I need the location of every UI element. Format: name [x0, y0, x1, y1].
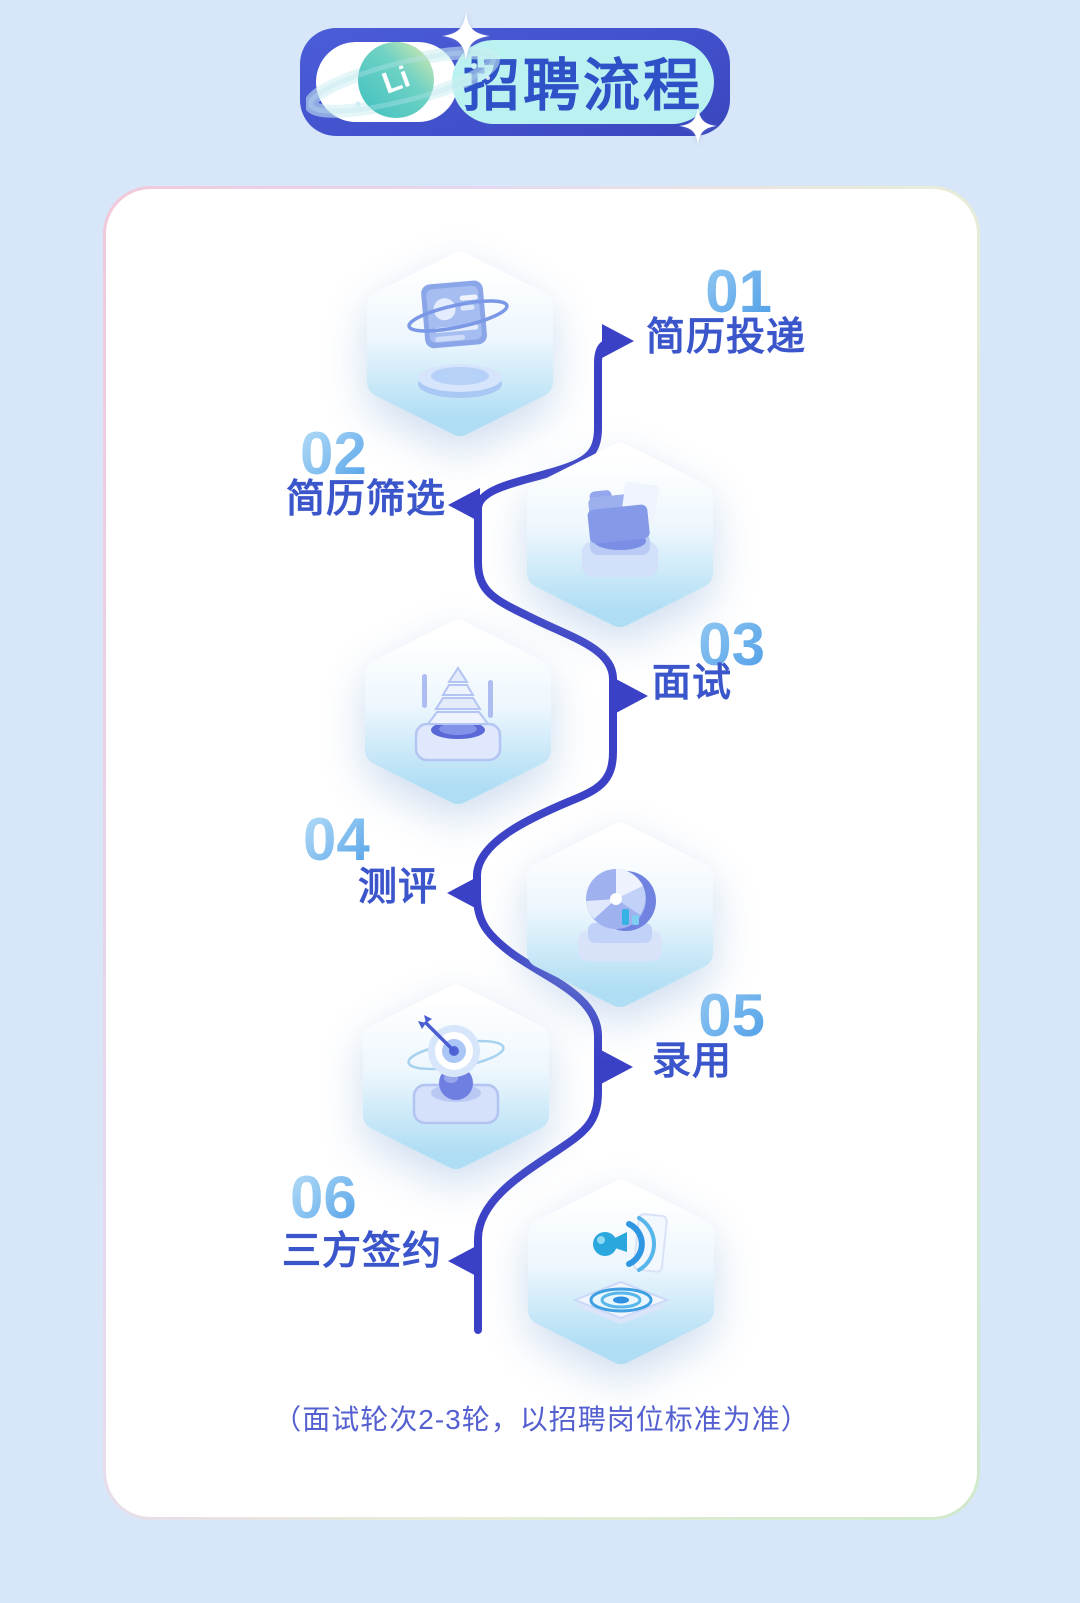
step-5-hexagon [362, 983, 550, 1171]
step-2-label: 简历筛选 [286, 478, 447, 521]
step-4-hexagon [526, 821, 714, 1009]
step-1-number: 01 [620, 262, 772, 322]
footnote: （面试轮次2-3轮，以招聘岗位标准为准） [273, 1404, 810, 1435]
step-6-number: 06 [290, 1164, 357, 1231]
step-3-hexagon [364, 618, 552, 806]
title-pill: 招聘流程 [452, 40, 714, 124]
step-2-number: 02 [300, 420, 367, 487]
step-1-label: 简历投递 [646, 316, 807, 359]
step-3-number: 03 [620, 615, 765, 675]
step-4-label: 测评 [358, 866, 439, 909]
step-3-label: 面试 [652, 662, 733, 705]
logo-background [316, 42, 458, 122]
step-5-label: 录用 [652, 1040, 733, 1083]
step-5-number: 05 [620, 986, 765, 1046]
step-6-label: 三方签约 [282, 1230, 443, 1273]
step-6-hexagon [527, 1178, 715, 1366]
step-1-hexagon [366, 250, 554, 438]
step-2-hexagon [526, 441, 714, 629]
step-4-number: 04 [303, 806, 370, 873]
page-title: 招聘流程 [463, 54, 703, 118]
